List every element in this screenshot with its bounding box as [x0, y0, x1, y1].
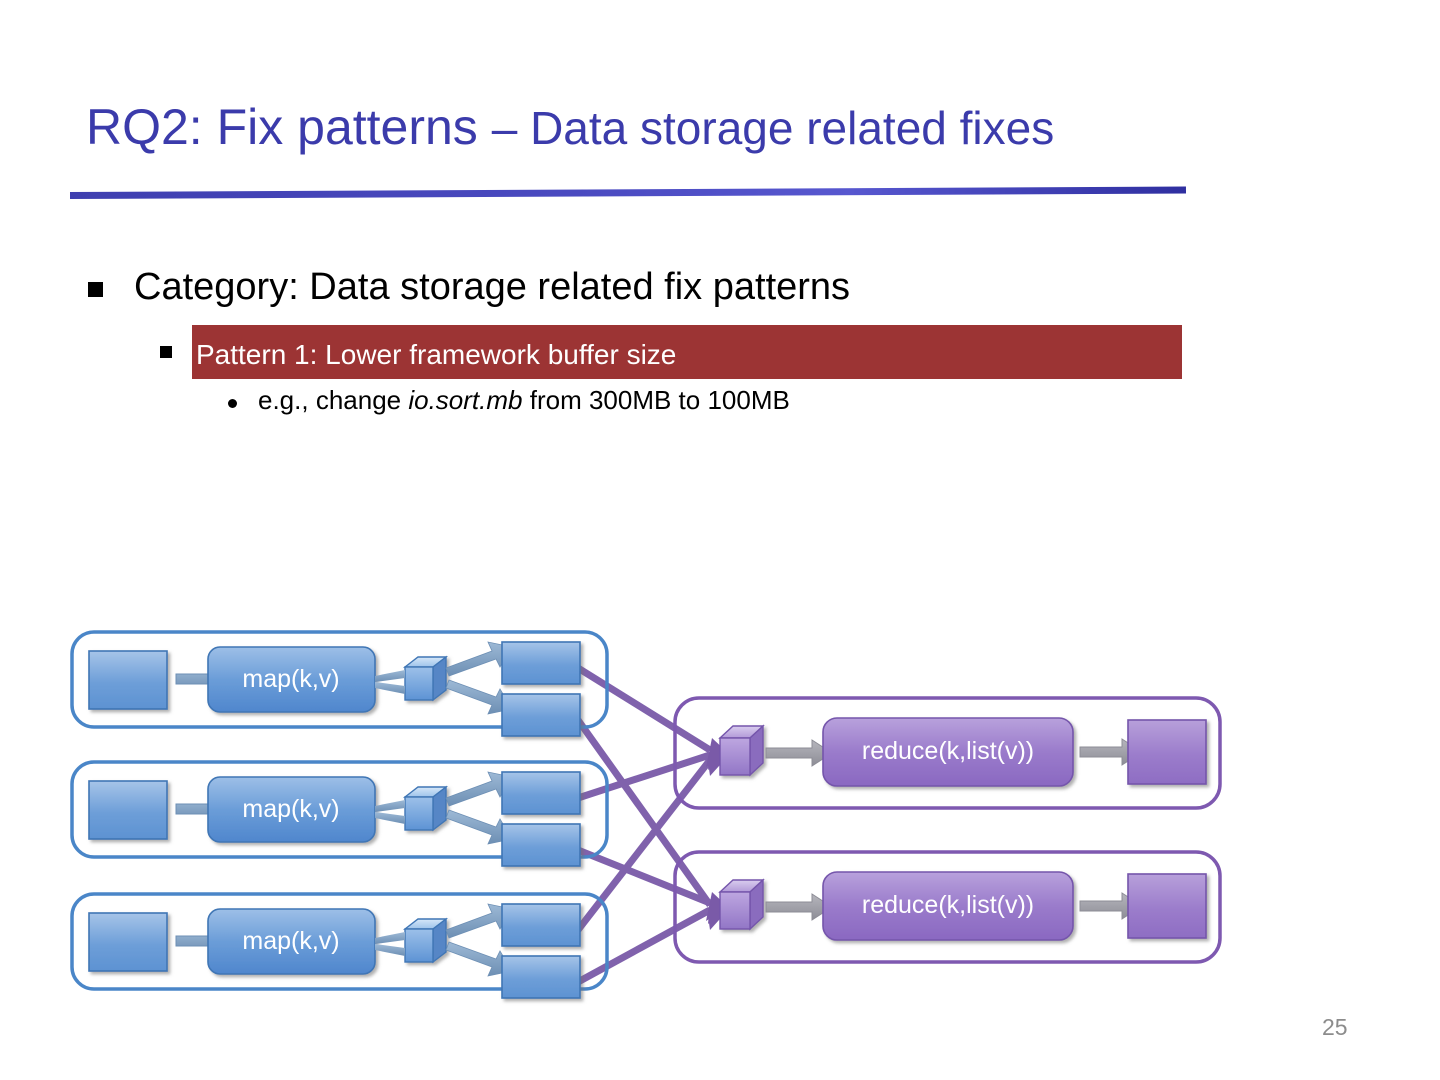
map-output-block[interactable]	[501, 955, 581, 999]
map-output-block[interactable]	[501, 903, 581, 947]
map-function-label: map(k,v)	[242, 665, 339, 693]
shuffle-arrowhead-group	[706, 738, 728, 930]
shuffle-edge-group	[575, 665, 713, 986]
shuffle-edge	[576, 751, 712, 802]
reduce-function-node[interactable]	[822, 871, 1074, 941]
bullet-level3-prefix: e.g., change	[258, 385, 409, 415]
map-group-container	[70, 760, 609, 859]
map-output-block[interactable]	[501, 823, 581, 867]
page-number: 25	[1322, 1014, 1348, 1040]
mapreduce-dataflow-diagram: map(k,v) map(k,v)	[60, 620, 1250, 1020]
reduce-group-1[interactable]: reduce(k,list(v))	[673, 696, 1222, 810]
shuffle-edge	[575, 717, 713, 908]
bullet-level3: e.g., change io.sort.mb from 300MB to 10…	[228, 385, 790, 416]
square-bullet-icon	[88, 282, 103, 297]
reduce-output-block[interactable]	[1127, 719, 1207, 785]
dot-bullet-icon	[228, 399, 237, 408]
bullet-level3-suffix: from 300MB to 100MB	[522, 385, 790, 415]
map-to-cube-link	[375, 682, 405, 694]
shuffle-edge	[576, 846, 712, 907]
reduce-group-2[interactable]: reduce(k,list(v))	[673, 850, 1222, 964]
map-to-cube-link	[375, 800, 405, 812]
map-shuffle-cube-icon	[402, 785, 449, 832]
shuffle-edge	[575, 757, 713, 933]
reduce-shuffle-cube-icon	[718, 878, 765, 931]
page-title: RQ2: Fix patterns – Data storage related…	[86, 100, 1366, 155]
map-output-block[interactable]	[501, 771, 581, 815]
page-title-sub: – Data storage related fixes	[491, 102, 1055, 154]
map-input-block[interactable]	[88, 780, 168, 840]
map-group-2[interactable]: map(k,v)	[70, 760, 609, 867]
map-function-label: map(k,v)	[242, 927, 339, 955]
map-shuffle-cube-icon	[402, 655, 449, 702]
bullet-level3-label: e.g., change io.sort.mb from 300MB to 10…	[258, 385, 790, 416]
map-to-cube-link	[375, 812, 405, 824]
pattern-highlight-bar	[192, 325, 1182, 379]
map-shuffle-cube-icon	[402, 917, 449, 964]
bullet-level3-config-key: io.sort.mb	[408, 385, 523, 415]
map-to-cube-link	[375, 670, 405, 682]
bullet-level2-label: Pattern 1: Lower framework buffer size	[196, 339, 677, 370]
bullet-level1: Category: Data storage related fix patte…	[88, 266, 850, 310]
reduce-group-container	[673, 850, 1222, 964]
title-underline-divider	[69, 186, 1187, 199]
map-to-cube-link	[375, 932, 405, 944]
shuffle-edge	[576, 906, 712, 986]
map-group-3[interactable]: map(k,v)	[70, 892, 609, 999]
page-title-main: RQ2: Fix patterns	[86, 99, 492, 155]
square-bullet-small-icon	[160, 346, 172, 358]
map-to-cube-link	[375, 944, 405, 956]
map-group-container	[70, 630, 609, 729]
reduce-output-block[interactable]	[1127, 873, 1207, 939]
cube-to-reduce-arrow-icon	[765, 893, 833, 921]
bullet-level2: Pattern 1: Lower framework buffer size	[160, 335, 676, 371]
reduce-shuffle-cube-icon	[718, 724, 765, 777]
reduce-group-container	[673, 696, 1222, 810]
reduce-function-label: reduce(k,list(v))	[862, 891, 1034, 919]
map-function-label: map(k,v)	[242, 795, 339, 823]
reduce-function-node[interactable]	[822, 717, 1074, 787]
bullet-level1-label: Category: Data storage related fix patte…	[134, 266, 851, 308]
map-output-block[interactable]	[501, 641, 581, 685]
reduce-function-label: reduce(k,list(v))	[862, 737, 1034, 765]
cube-to-reduce-arrow-icon	[765, 739, 833, 767]
map-group-container	[70, 892, 609, 991]
diagram-canvas: map(k,v) map(k,v)	[70, 630, 1222, 999]
map-group-1[interactable]: map(k,v)	[70, 630, 609, 737]
shuffle-edge	[576, 665, 712, 753]
map-input-block[interactable]	[88, 650, 168, 710]
map-input-block[interactable]	[88, 912, 168, 972]
map-output-block[interactable]	[501, 693, 581, 737]
